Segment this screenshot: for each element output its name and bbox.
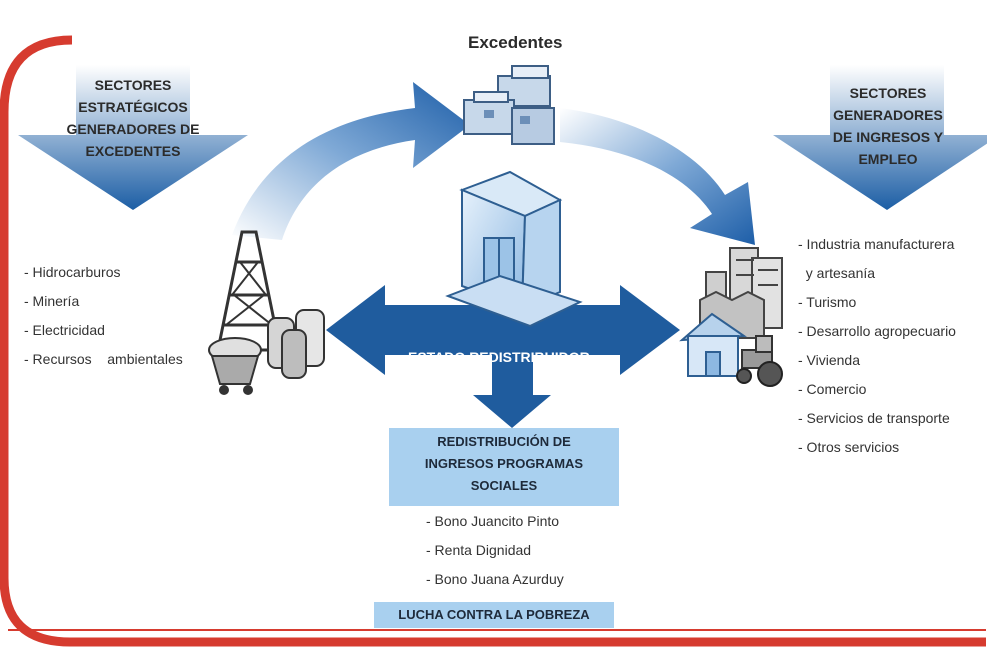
right-header-line: SECTORES [849,85,927,101]
left-header-line: SECTORES [94,77,172,93]
oil-derrick-icon [208,230,325,395]
list-item: - Hidrocarburos [24,264,121,280]
diagram-title: Excedentes [468,33,563,52]
right-header-line: DE INGRESOS Y [832,129,944,145]
list-item: - Bono Juancito Pinto [426,513,560,529]
list-item: - Renta Dignidad [426,542,532,558]
factory-icon [699,247,783,339]
right-header-line: EMPLEO [858,151,918,167]
left-sector-list: - Hidrocarburos - Minería - Electricidad… [24,258,183,374]
list-item: - Desarrollo agropecuario [798,323,956,339]
list-item: - Industria manufacturera [798,236,955,252]
left-curved-arrow [232,82,470,240]
list-item: - Servicios de transporte [798,410,950,426]
list-item: - Vivienda [798,352,861,368]
redistribution-box: REDISTRIBUCIÓN DE INGRESOS PROGRAMAS SOC… [389,428,619,506]
redistribution-header-line: SOCIALES [470,478,538,493]
list-item: y artesanía [798,265,876,281]
social-programs-list: - Bono Juancito Pinto - Renta Dignidad -… [426,507,564,594]
list-item: - Recursos ambientales [24,351,183,367]
left-header-line: EXCEDENTES [85,143,181,159]
right-curved-arrow [560,108,755,245]
right-header-arrow [773,65,987,210]
list-item: - Electricidad [24,322,105,338]
redistribution-header-line: REDISTRIBUCIÓN DE [437,434,571,449]
right-sector-list: - Industria manufacturera y artesanía - … [798,230,956,462]
right-header-line: GENERADORES [833,107,943,123]
poverty-box: LUCHA CONTRA LA POBREZA [374,602,614,628]
left-header-line: GENERADORES DE [66,121,200,137]
left-header-line: ESTRATÉGICOS [78,99,188,115]
money-stacks-icon [463,65,555,145]
house-icon [679,312,747,377]
main-double-arrow [326,285,680,375]
red-frame [0,35,986,647]
list-item: - Minería [24,293,80,309]
list-item: - Bono Juana Azurduy [426,571,564,587]
down-arrow [473,352,551,428]
government-building-icon [445,170,583,328]
redistribution-header-line: INGRESOS PROGRAMAS [424,456,584,471]
left-header-arrow [18,65,248,210]
left-sector-header: SECTORES ESTRATÉGICOS GENERADORES DE EXC… [60,74,206,162]
poverty-label: LUCHA CONTRA LA POBREZA [398,607,590,622]
tractor-icon [736,335,783,387]
list-item: - Turismo [798,294,857,310]
list-item: - Otros servicios [798,439,900,455]
right-sector-header: SECTORES GENERADORES DE INGRESOS Y EMPLE… [816,82,960,170]
estado-redistribuidor-label: ESTADO REDISTRIBUIDOR [408,349,590,365]
list-item: - Comercio [798,381,867,397]
